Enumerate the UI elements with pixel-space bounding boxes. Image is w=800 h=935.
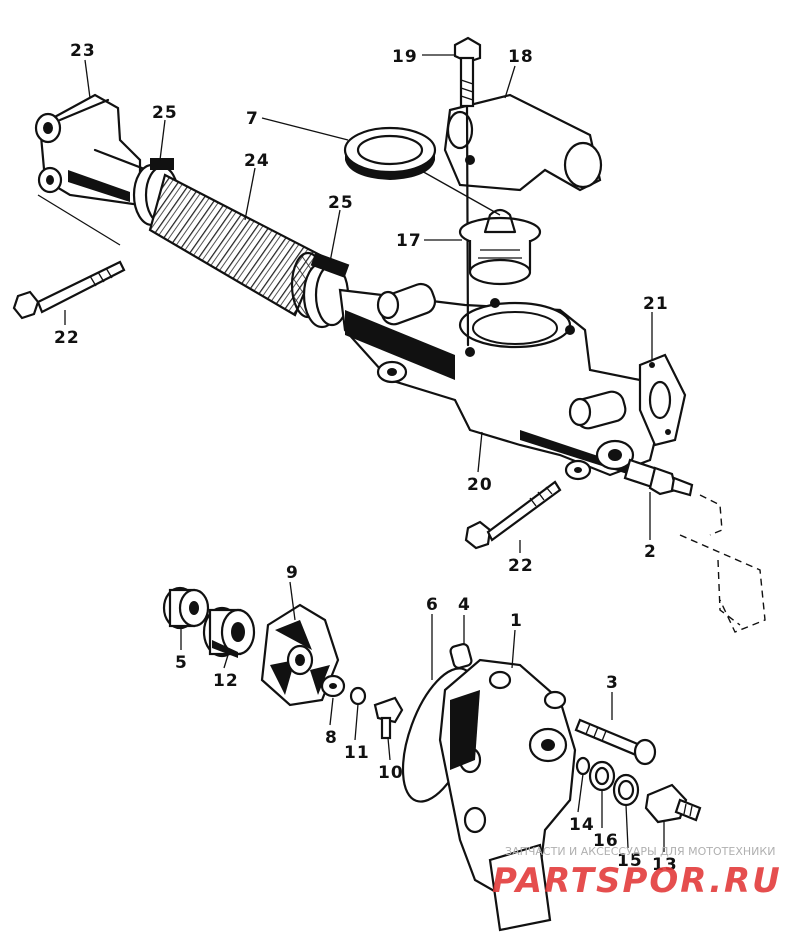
watermark-brand: PARTSPOR.RU [492,861,782,901]
part-9-impeller [260,603,340,707]
label-4: 4 [458,595,471,615]
label-14: 14 [569,815,595,835]
part-22-bolt-left [12,260,126,320]
part-21-gasket [638,353,687,447]
part-11-washer [349,686,367,706]
lower-assembly [162,586,702,932]
part-15-washer [612,773,640,807]
label-19: 19 [392,47,418,67]
label-20: 20 [467,475,493,495]
part-19-bolt [453,36,482,108]
label-7: 7 [246,109,259,129]
part-2-temperature-switch [623,458,694,497]
label-24: 24 [244,151,270,171]
label-10: 10 [378,763,404,783]
label-2: 2 [644,542,657,562]
part-22-bolt-right [464,480,562,550]
label-3: 3 [606,673,619,693]
label-18: 18 [508,47,534,67]
part-14-washer [575,756,591,776]
watermark: ЗАПЧАСТИ И АКСЕССУАРЫ ДЛЯ МОТОТЕХНИКИ PA… [492,845,782,901]
part-20-water-pipe-housing [338,282,662,481]
upper-assembly [12,36,766,633]
watermark-tagline: ЗАПЧАСТИ И АКСЕССУАРЫ ДЛЯ МОТОТЕХНИКИ [505,845,775,858]
part-4-dowel-pin [449,643,473,669]
part-5-bearing [162,586,210,630]
part-8-washer [320,674,346,698]
label-22: 22 [54,328,80,348]
label-16: 16 [593,831,619,851]
part-16-washer [588,760,616,792]
label-12: 12 [213,671,239,691]
part-13-drain-bolt [644,783,702,824]
label-5: 5 [175,653,188,673]
part-7-o-ring [343,126,437,180]
label-23: 23 [70,41,96,61]
leader-lines [64,54,665,852]
label-25: 25 [328,193,354,213]
label-1: 1 [510,611,523,631]
label-8: 8 [325,728,338,748]
part-labels: 23 25 24 25 22 7 19 18 17 21 20 22 2 5 1… [54,41,678,875]
label-6: 6 [426,595,439,615]
part-25-hose-clamp-right [302,252,350,329]
part-3-bolt [574,718,657,766]
part-12-mechanical-seal [202,606,256,658]
label-25: 25 [152,103,178,123]
part-10-bolt [373,696,404,740]
label-21: 21 [643,294,669,314]
part-18-thermostat-cover [443,93,603,192]
label-11: 11 [344,743,370,763]
connector-outline [679,494,766,633]
label-17: 17 [396,231,422,251]
part-17-thermostat [458,208,542,286]
label-15: 15 [617,851,643,871]
part-1-pump-cover [438,658,577,932]
label-22: 22 [508,556,534,576]
label-13: 13 [652,855,678,875]
part-24-radiator-hose [148,173,326,319]
label-9: 9 [286,563,299,583]
